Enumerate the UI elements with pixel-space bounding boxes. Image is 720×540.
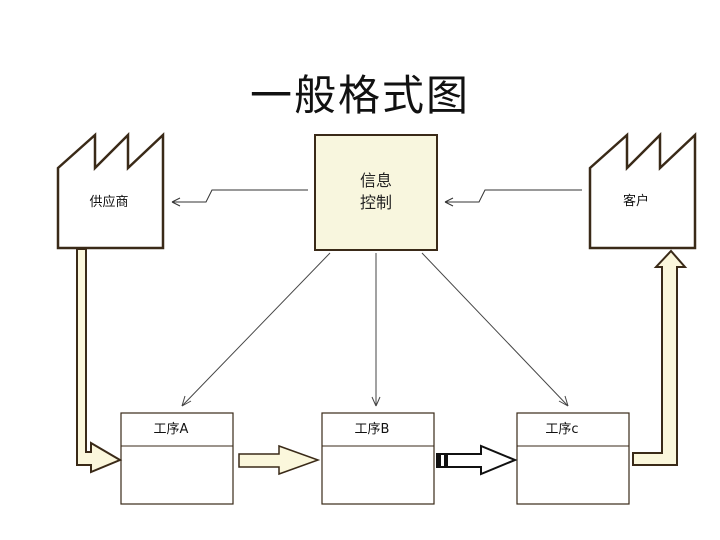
customer-label: 客户 (622, 194, 649, 209)
info-control-line-2: 控制 (359, 193, 392, 212)
info-to-process-c-line (421, 252, 569, 407)
customer-shipment-arrow (632, 249, 688, 466)
process-b-label: 工序B (354, 422, 390, 437)
process-a-box (120, 412, 234, 505)
supplier-factory-icon (56, 131, 165, 250)
process-c-box (516, 412, 630, 505)
page-title: 一般格式图 (249, 71, 470, 120)
process-a-label: 工序A (153, 422, 189, 437)
info-flow-to-supplier (172, 189, 308, 203)
info-control-box (314, 134, 438, 251)
customer-factory-icon (588, 131, 697, 250)
process-c-label: 工序c (545, 422, 579, 437)
supplier-material-arrow (76, 248, 123, 474)
info-to-process-a-line (181, 252, 331, 407)
supplier-label: 供应商 (89, 195, 129, 210)
push-arrow-a-to-b (238, 444, 321, 476)
push-arrow-b-to-c (436, 444, 518, 476)
info-flow-from-customer (445, 189, 582, 203)
info-control-line-1: 信息 (359, 171, 392, 190)
process-b-box (321, 412, 435, 505)
info-control-label: 信息 控制 (316, 170, 436, 214)
